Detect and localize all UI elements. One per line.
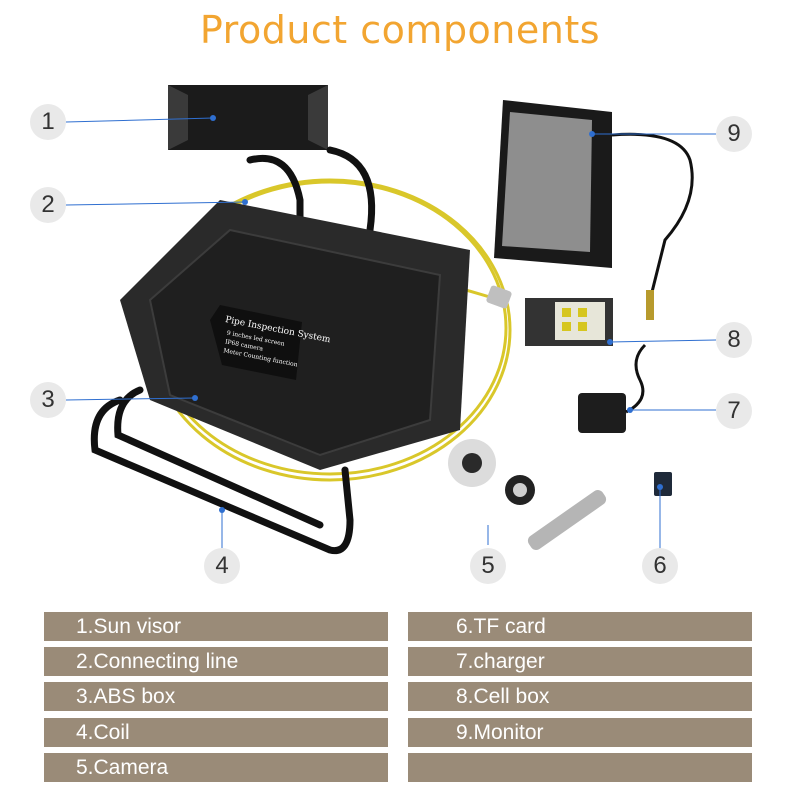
charger-image [578,343,647,433]
callout-6: 6 [642,548,678,584]
legend-item-cell-box: 8.Cell box [408,682,752,711]
callout-2: 2 [30,187,66,223]
legend-item-coil: 4.Coil [44,718,388,747]
leader-dots [192,115,663,513]
abs-box-image [120,200,470,470]
callout-9: 9 [716,116,752,152]
legend-item-tf-card: 6.TF card [408,612,752,641]
camera-accessories-image [448,439,607,551]
legend-item-empty [408,753,752,782]
legend-item-abs-box: 3.ABS box [44,682,388,711]
legend-item-charger: 7.charger [408,647,752,676]
tf-card-image [654,472,672,496]
callout-4: 4 [204,548,240,584]
callout-8: 8 [716,322,752,358]
callout-7: 7 [716,393,752,429]
product-photo: Pipe Inspection System 9 inches led scre… [65,85,717,555]
cell-box-image [525,298,613,346]
callout-5: 5 [470,548,506,584]
legend-item-camera: 5.Camera [44,753,388,782]
leader-lines [65,117,717,550]
page-title: Product components [199,8,601,52]
legend-item-monitor: 9.Monitor [408,718,752,747]
sun-visor-image [168,85,328,150]
monitor-image [494,100,694,320]
callout-3: 3 [30,382,66,418]
callout-1: 1 [30,104,66,140]
legend-item-sun-visor: 1.Sun visor [44,612,388,641]
legend-item-connecting-line: 2.Connecting line [44,647,388,676]
camera-head-image [486,285,512,309]
